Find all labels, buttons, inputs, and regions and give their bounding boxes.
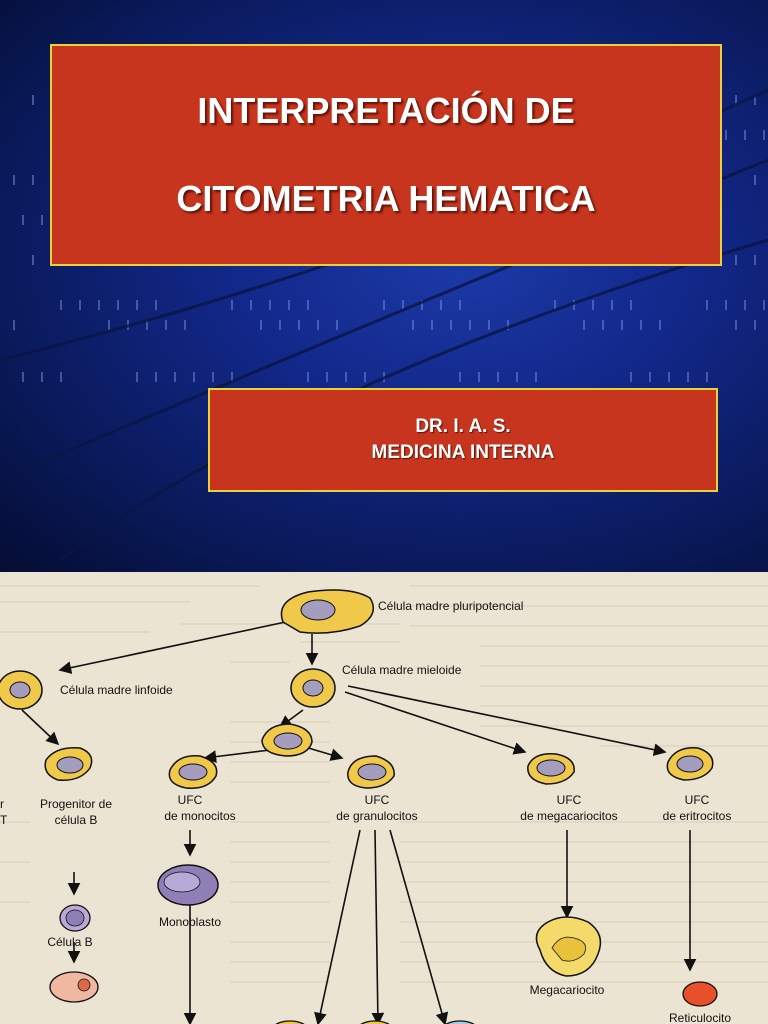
b-cell bbox=[59, 904, 91, 932]
title-line-1: INTERPRETACIÓN DE bbox=[197, 90, 575, 131]
title-line-2: CITOMETRIA HEMATICA bbox=[176, 178, 596, 219]
partial-cell bbox=[445, 1020, 475, 1024]
hematopoiesis-diagram: Célula madre pluripotencial Célula madre… bbox=[0, 585, 768, 1024]
hematopoiesis-figure: Célula madre pluripotencial Célula madre… bbox=[0, 572, 768, 1024]
ufc-granulocyte-cell bbox=[347, 755, 395, 789]
subtitle-box: DR. I. A. S. MEDICINA INTERNA bbox=[208, 388, 718, 492]
label-ufc-megakaryocyte-2: de megacariocitos bbox=[520, 809, 617, 823]
label-reticulocyte: Reticulocito bbox=[669, 1011, 731, 1024]
label-ufc-monocyte-2: de monocitos bbox=[164, 809, 235, 823]
slide-title: INTERPRETACIÓN DE CITOMETRIA HEMATICA bbox=[176, 45, 595, 265]
label-ufc-monocyte-1: UFC bbox=[178, 793, 203, 807]
ufc-megakaryocyte-cell bbox=[527, 753, 575, 785]
label-myeloid: Célula madre mieloide bbox=[342, 663, 462, 677]
author-name: DR. I. A. S. bbox=[415, 416, 511, 437]
label-ufc-granulocyte-1: UFC bbox=[365, 793, 390, 807]
myeloid-cell bbox=[290, 668, 336, 708]
label-ufc-granulocyte-2: de granulocitos bbox=[336, 809, 417, 823]
partial-cell bbox=[275, 1020, 305, 1024]
label-b-progenitor-1: Progenitor de bbox=[40, 797, 112, 811]
reticulocyte-cell bbox=[682, 981, 718, 1007]
label-ufc-erythrocyte-2: de eritrocitos bbox=[663, 809, 732, 823]
department-name: MEDICINA INTERNA bbox=[371, 442, 555, 463]
partial-cell bbox=[360, 1020, 390, 1024]
monoblast-cell bbox=[157, 864, 219, 906]
label-megakaryocyte: Megacariocito bbox=[530, 983, 605, 997]
lymphoid-cell bbox=[0, 670, 43, 710]
label-lymphoid: Célula madre linfoide bbox=[60, 683, 173, 697]
label-pluripotent: Célula madre pluripotencial bbox=[378, 599, 523, 613]
b-progenitor-cell bbox=[44, 747, 93, 781]
megakaryocyte-cell bbox=[535, 916, 602, 977]
plasma-cell bbox=[49, 971, 99, 1003]
common-progenitor-cell bbox=[261, 723, 313, 757]
label-ufc-erythrocyte-1: UFC bbox=[685, 793, 710, 807]
label-b-progenitor-2: célula B bbox=[55, 813, 98, 827]
label-monoblast: Monoblasto bbox=[159, 915, 221, 929]
label-ufc-megakaryocyte-1: UFC bbox=[557, 793, 582, 807]
label-b-cell: Célula B bbox=[47, 935, 92, 949]
ufc-monocyte-cell bbox=[168, 755, 218, 789]
label-t-progenitor-1: r bbox=[0, 797, 4, 811]
ufc-erythrocyte-cell bbox=[666, 747, 714, 781]
title-box: INTERPRETACIÓN DE CITOMETRIA HEMATICA bbox=[50, 44, 722, 266]
pluripotent-cell bbox=[280, 589, 375, 634]
label-t-progenitor-2: T bbox=[0, 813, 8, 827]
